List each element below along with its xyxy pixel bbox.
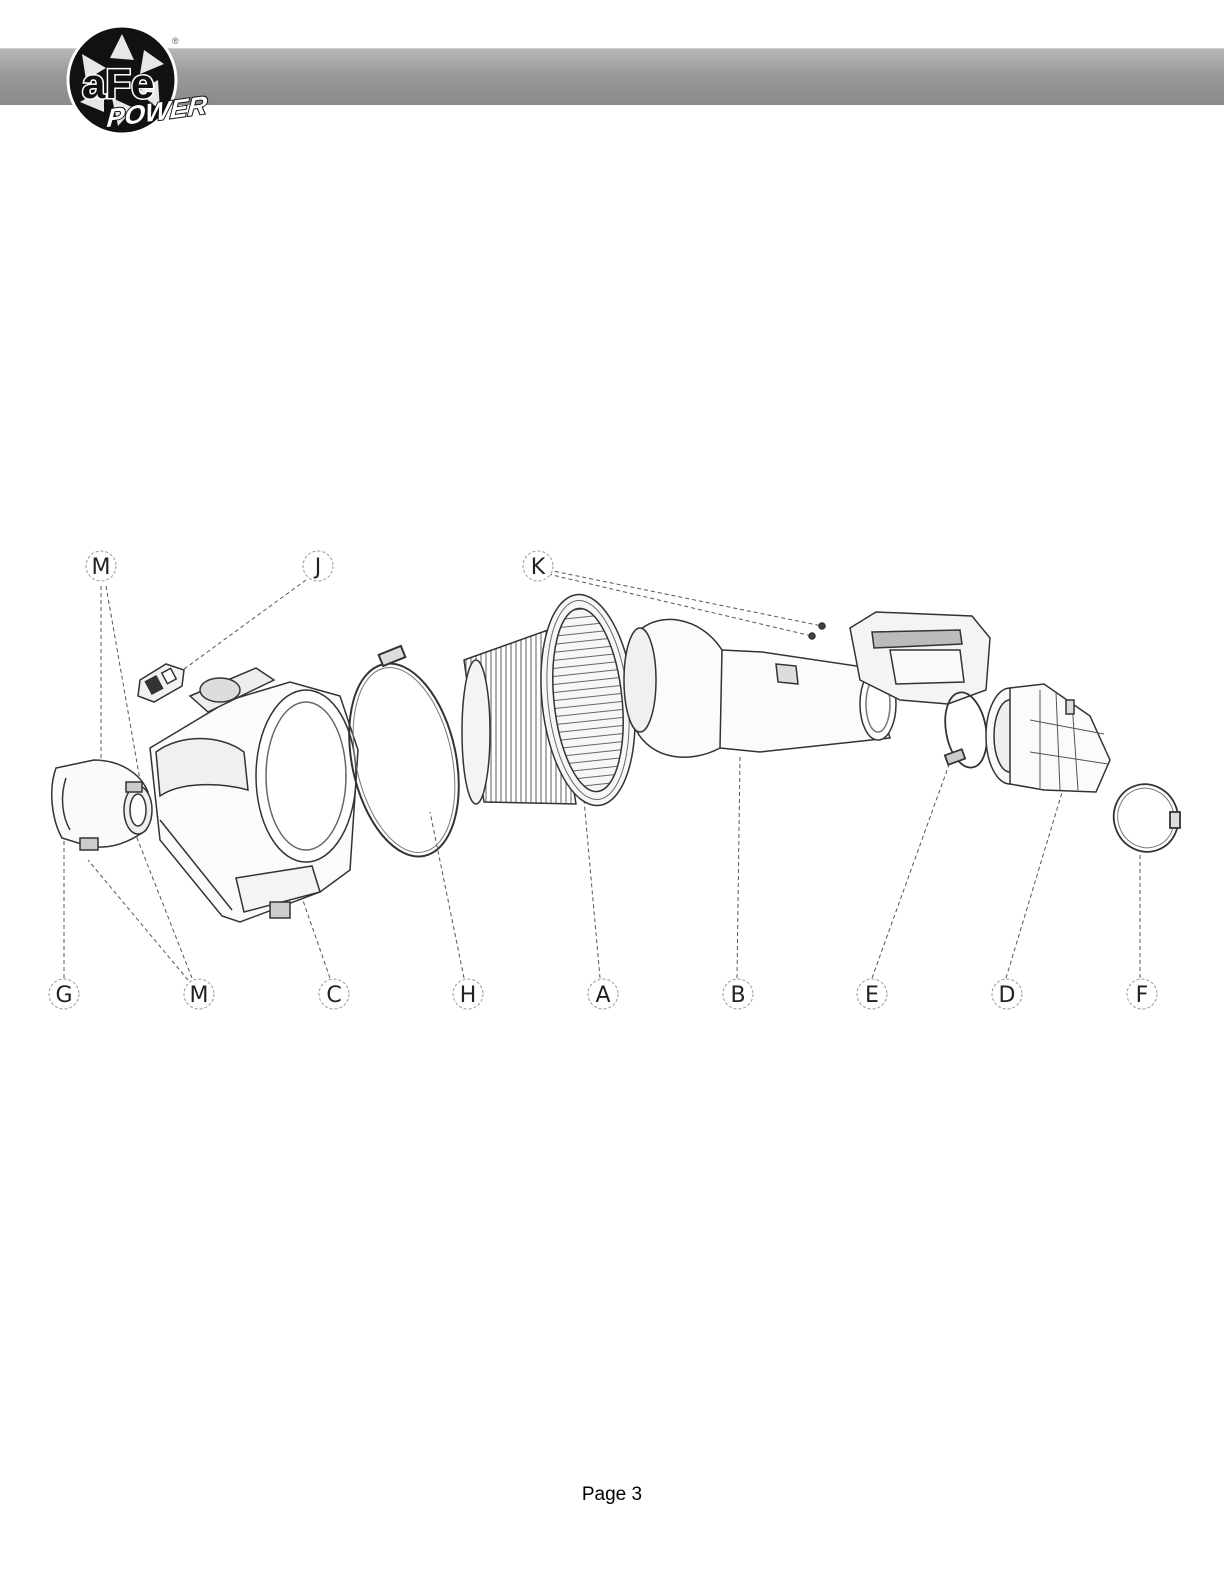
svg-text:J: J [313, 555, 322, 580]
part-m-clamp-lower [79, 837, 99, 851]
header-bar [0, 48, 1224, 105]
callout-c: C [318, 978, 350, 1010]
callout-g: G [48, 978, 80, 1010]
leader-j [179, 579, 307, 673]
svg-text:F: F [1136, 983, 1149, 1008]
logo-text-afe: aFe [82, 60, 154, 107]
part-k-screw-1 [818, 622, 826, 630]
svg-text:A: A [595, 983, 610, 1008]
registered-mark: ® [172, 36, 179, 46]
part-f-clamp [1112, 783, 1181, 853]
svg-text:M: M [92, 555, 111, 580]
callouts-top: M J K [85, 550, 554, 582]
callout-m-bottom: M [183, 978, 215, 1010]
leader-h [429, 811, 465, 979]
leader-b [736, 755, 741, 979]
page-number: Page 3 [581, 1484, 643, 1505]
callout-d: D [991, 978, 1023, 1010]
part-d-coupler [985, 683, 1111, 793]
leader-k-1 [547, 569, 823, 627]
svg-text:B: B [730, 983, 745, 1008]
leader-m-bottom-1 [87, 859, 189, 981]
leader-m-top-2 [105, 585, 141, 781]
part-k-screw-2 [808, 632, 816, 640]
leader-c [299, 891, 331, 979]
svg-text:G: G [55, 983, 72, 1008]
afe-power-logo: aFe ® POWER [66, 24, 209, 136]
callouts-bottom: G M C H A B E D [48, 978, 1158, 1010]
callout-j: J [302, 550, 334, 582]
exploded-parts-diagram: M J K G M C H A [48, 550, 1181, 1010]
part-b-intake-tube [623, 611, 991, 758]
callout-e: E [856, 978, 888, 1010]
svg-text:M: M [190, 983, 209, 1008]
leader-k-2 [547, 573, 813, 637]
callout-b: B [722, 978, 754, 1010]
part-j-cap [137, 663, 185, 703]
part-c-airbox-housing [149, 667, 359, 923]
part-m-clamp-upper [125, 781, 143, 793]
callout-h: H [452, 978, 484, 1010]
part-a-air-filter [461, 593, 636, 807]
callout-m-top: M [85, 550, 117, 582]
leader-e [871, 761, 951, 979]
leader-m-bottom-2 [129, 819, 193, 979]
callout-k: K [522, 550, 554, 582]
svg-text:C: C [326, 983, 341, 1008]
svg-text:D: D [999, 983, 1016, 1008]
callout-a: A [587, 978, 619, 1010]
part-g-elbow-tube [51, 759, 153, 851]
svg-text:K: K [531, 555, 546, 580]
svg-text:E: E [865, 983, 879, 1008]
leader-a [583, 799, 601, 979]
part-h-hose-clamp [348, 644, 460, 858]
callout-f: F [1126, 978, 1158, 1010]
leader-d [1005, 785, 1065, 979]
svg-text:H: H [460, 983, 477, 1008]
